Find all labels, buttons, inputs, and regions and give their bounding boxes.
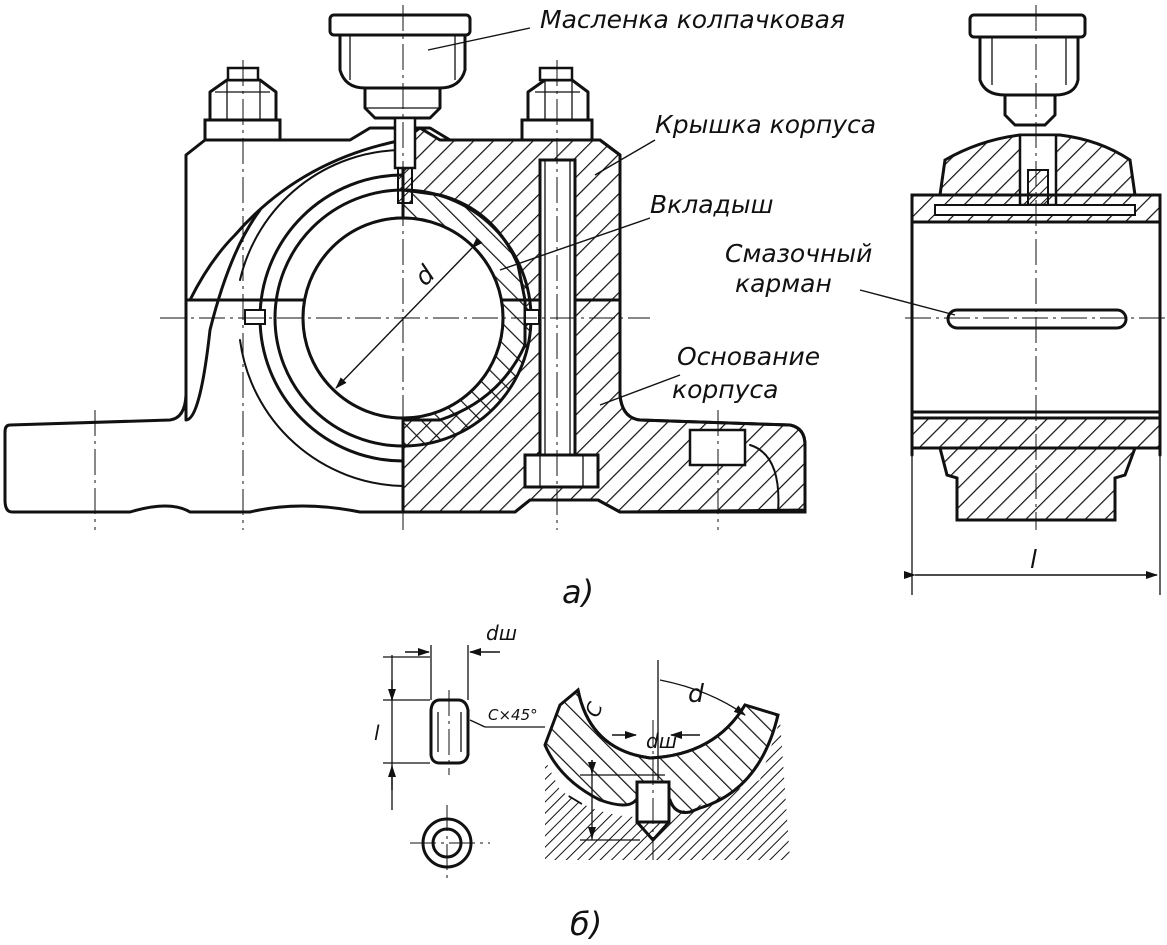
label-liner: Вкладыш [650, 190, 773, 219]
label-pocket-2: карман [735, 269, 832, 298]
front-view: d [3, 5, 807, 530]
label-cover: Крышка корпуса [655, 110, 876, 139]
label-oiler: Масленка колпачковая [540, 5, 845, 34]
pin-length-label: l [374, 721, 380, 745]
detail-pin-diameter-label: dш [646, 729, 677, 753]
label-base-1: Основание [677, 342, 820, 371]
side-base-section [938, 446, 1138, 522]
caption-a: а) [562, 573, 594, 611]
label-base-2: корпуса [672, 375, 778, 404]
lubrication-pocket [946, 308, 1128, 330]
pin [429, 698, 470, 765]
chamfer-label: C×45° [488, 706, 538, 724]
caption-b: б) [570, 905, 602, 943]
pin-diameter-label: dш [486, 621, 517, 645]
length-label: l [1030, 545, 1037, 574]
cap-oiler [328, 13, 472, 204]
detail-diameter-label: d [688, 679, 704, 708]
side-view: l [904, 5, 1167, 595]
label-pocket-1: Смазочный [725, 239, 872, 268]
detail-view: l dш C×45° dш l C d [374, 621, 790, 882]
detail-housing-hatch [545, 720, 790, 860]
